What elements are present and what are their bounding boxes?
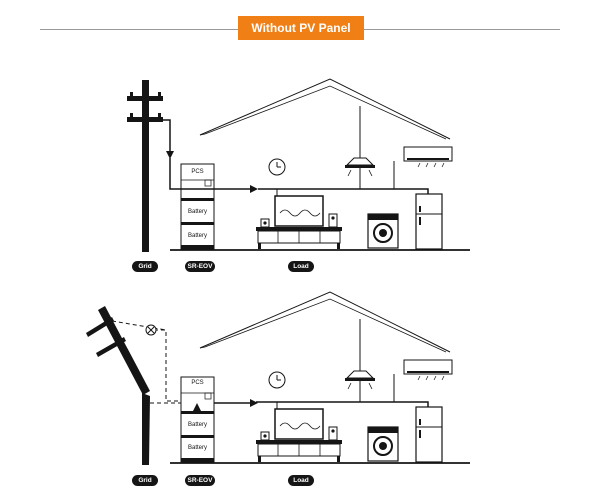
scene-grid-outage (86, 291, 470, 465)
washing-machine-icon (367, 213, 399, 249)
refrigerator-icon (415, 193, 443, 250)
speaker-icon (260, 218, 270, 228)
speaker-icon (260, 431, 270, 441)
system-label: SR-EOV (185, 475, 215, 486)
system-label: SR-EOV (185, 261, 215, 272)
battery-label: Battery (187, 233, 207, 239)
header-rule-right (364, 29, 560, 30)
television-icon (274, 408, 324, 440)
refrigerator-icon (415, 406, 443, 463)
battery-label: Battery (187, 445, 207, 451)
utility-pole-icon (127, 80, 163, 252)
load-label: Load (288, 261, 314, 272)
air-conditioner-icon (403, 146, 453, 168)
energy-storage-cabinet (180, 163, 215, 251)
pcs-label: PCS (191, 169, 204, 175)
header-rule-left (40, 29, 238, 30)
air-conditioner-icon (403, 359, 453, 381)
ceiling-lamp-icon (345, 370, 375, 390)
scene-grid-connected (127, 78, 470, 252)
energy-storage-cabinet (180, 376, 215, 464)
page-title: Without PV Panel (238, 16, 364, 40)
television-icon (274, 195, 324, 227)
washing-machine-icon (367, 426, 399, 462)
pcs-label: PCS (191, 380, 204, 386)
ceiling-lamp-icon (345, 157, 375, 177)
wall-clock-icon (268, 371, 286, 389)
battery-label: Battery (187, 209, 207, 215)
broken-pole-icon (86, 306, 150, 465)
load-label: Load (288, 475, 314, 486)
tv-cabinet-icon (256, 227, 342, 249)
grid-label: Grid (132, 475, 158, 486)
speaker-icon (328, 426, 338, 441)
grid-label: Grid (132, 261, 158, 272)
wall-clock-icon (268, 158, 286, 176)
disconnect-x-icon (145, 324, 157, 336)
tv-cabinet-icon (256, 440, 342, 462)
house-roof-icon (199, 78, 451, 140)
house-roof-icon (199, 291, 451, 353)
battery-label: Battery (187, 422, 207, 428)
speaker-icon (328, 213, 338, 228)
